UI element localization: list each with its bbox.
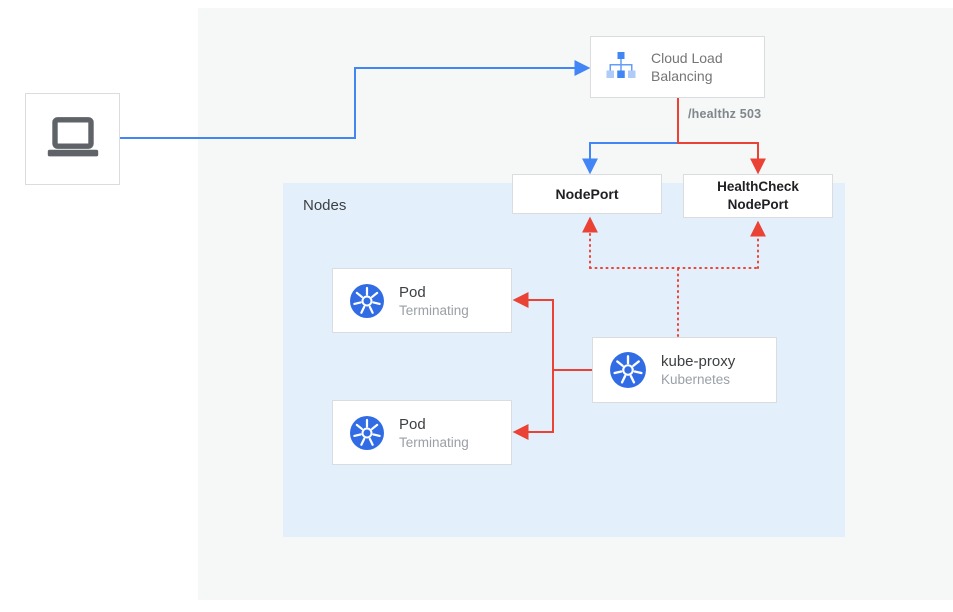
nodeport-node: NodePort [512,174,662,214]
pod-status: Terminating [399,434,469,450]
pod-title: Pod [399,415,426,433]
kubernetes-icon [350,415,384,450]
pod-status: Terminating [399,302,469,318]
nodeport-label: NodePort [555,186,619,202]
nodes-label: Nodes [303,197,347,214]
healthcheck-nodeport-label-line2: NodePort [727,197,789,212]
kube-proxy-node: kube-proxy Kubernetes [592,337,777,403]
cloud-load-balancing-node: Cloud Load Balancing [590,36,765,98]
cloud-load-balancing-label: Cloud Load Balancing [651,49,723,84]
cloud-load-balancing-icon [606,52,636,78]
pod-title: Pod [399,283,426,301]
kubernetes-icon [610,352,646,388]
healthcheck-nodeport-label-line1: HealthCheck [717,179,799,195]
healthz-503-label: /healthz 503 [688,107,762,121]
client-device [25,93,120,185]
kube-proxy-title: kube-proxy [661,353,736,370]
pod-node-2: Pod Terminating [332,400,512,465]
kubernetes-icon [350,283,384,318]
healthcheck-nodeport-node: HealthCheck NodePort [683,174,833,218]
pod-node-1: Pod Terminating [332,268,512,333]
laptop-icon [47,117,98,157]
kube-proxy-subtitle: Kubernetes [661,372,731,387]
